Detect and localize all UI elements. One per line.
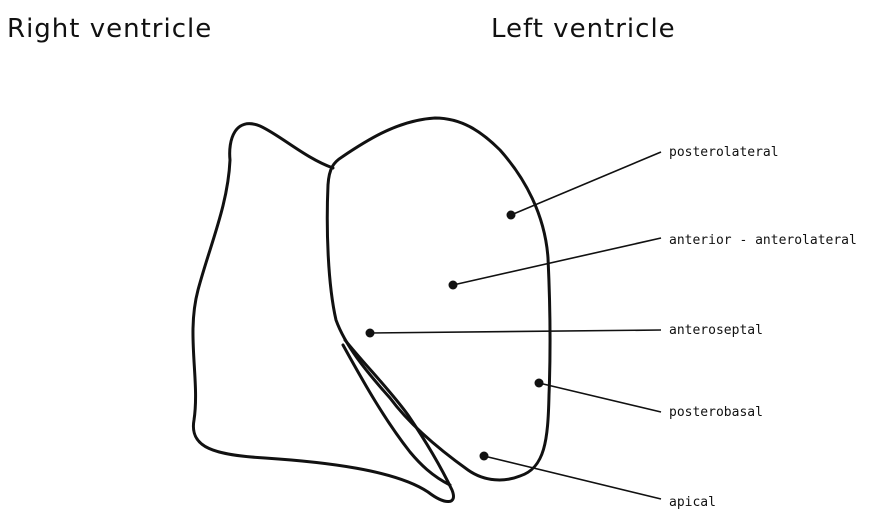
posterobasal-marker-dot	[535, 379, 544, 388]
posterobasal-label: posterobasal	[669, 405, 763, 420]
posterolateral-marker-dot	[507, 211, 516, 220]
anteroseptal-label: anteroseptal	[669, 323, 763, 338]
anterior-anterolateral-marker-dot	[449, 281, 458, 290]
septal-contour	[343, 345, 450, 485]
anteroseptal-marker-dot	[366, 329, 375, 338]
apical-marker-dot	[480, 452, 489, 461]
posterobasal-leader-line	[539, 383, 661, 412]
apical-label: apical	[669, 495, 716, 510]
anteroseptal-leader-line	[370, 330, 661, 333]
anterior-anterolateral-label: anterior - anterolateral	[669, 233, 857, 248]
left-ventricle-outline	[327, 118, 550, 480]
posterolateral-leader-line	[511, 152, 661, 215]
posterolateral-label: posterolateral	[669, 145, 779, 160]
right-ventricle-outline	[193, 124, 454, 502]
anterior-anterolateral-leader-line	[453, 238, 661, 285]
